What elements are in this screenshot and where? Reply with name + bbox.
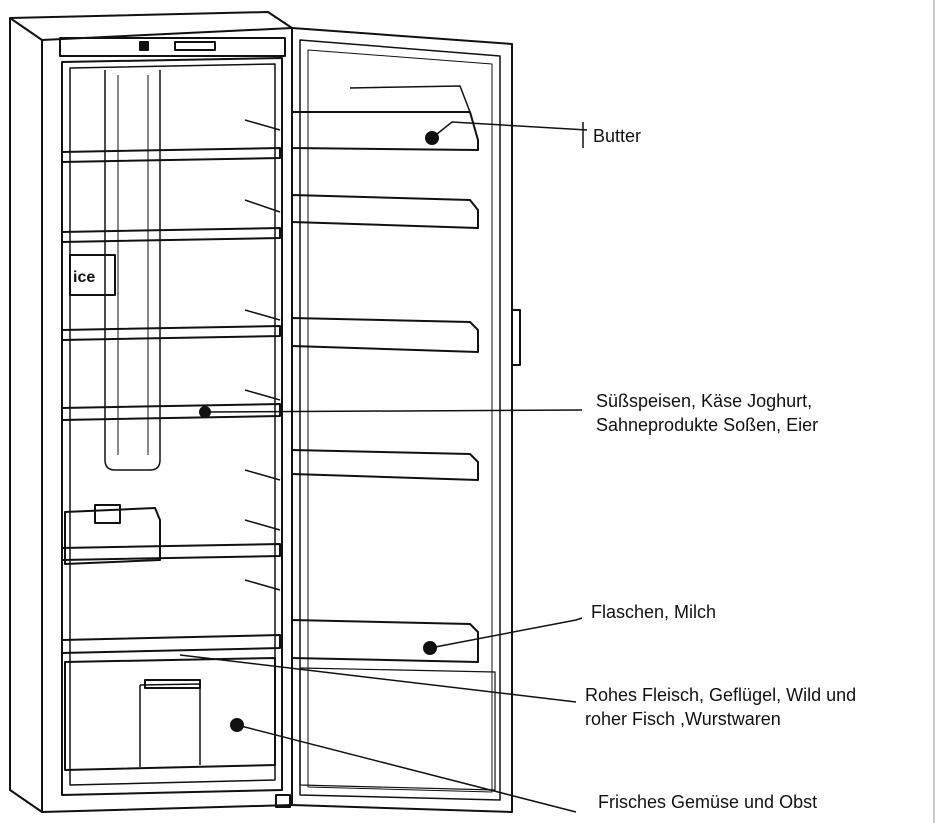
control-panel	[59, 37, 286, 57]
cabinet-side-edge	[9, 17, 43, 812]
leader-butter	[431, 121, 588, 139]
door-rack-2	[291, 194, 479, 229]
leader-vegetables	[236, 724, 577, 813]
label-vegetables: Frisches Gemüse und Obst	[598, 792, 818, 812]
storage-box	[64, 507, 161, 565]
leader-desserts	[204, 409, 583, 413]
shelf-1	[61, 147, 281, 163]
label-desserts: Süßspeisen, Käse Joghurt, Sahneprodukte …	[596, 389, 818, 437]
label-butter: Butter	[593, 126, 642, 146]
leader-bottles	[429, 617, 583, 649]
label-bottles: Flaschen, Milch	[591, 602, 717, 622]
door-inner	[299, 39, 501, 801]
crisper-cover	[61, 634, 281, 654]
crisper-drawer	[64, 657, 276, 771]
svg-text:ice: ice	[73, 269, 95, 286]
door-handle	[511, 309, 521, 366]
door-rack-3	[291, 317, 479, 353]
door-rack-bottles	[291, 619, 479, 663]
door-rack-butter	[291, 111, 479, 151]
door-outer	[291, 27, 513, 813]
label-desserts-line1: Süßspeisen, Käse Joghurt,	[596, 391, 813, 411]
leader-meat	[179, 654, 577, 703]
door-rack-4	[291, 449, 479, 481]
shelf-3	[61, 325, 281, 341]
label-meat: Rohes Fleisch, Geflügel, Wild und roher …	[585, 683, 856, 731]
shelf-2	[61, 227, 281, 243]
shelf-4	[61, 403, 281, 421]
label-desserts-line2: Sahneprodukte Soßen, Eier	[596, 415, 819, 435]
label-meat-line2: roher Fisch ,Wurstwaren	[585, 709, 781, 729]
shelf-5	[61, 543, 281, 561]
label-meat-line1: Rohes Fleisch, Geflügel, Wild und	[585, 685, 857, 705]
